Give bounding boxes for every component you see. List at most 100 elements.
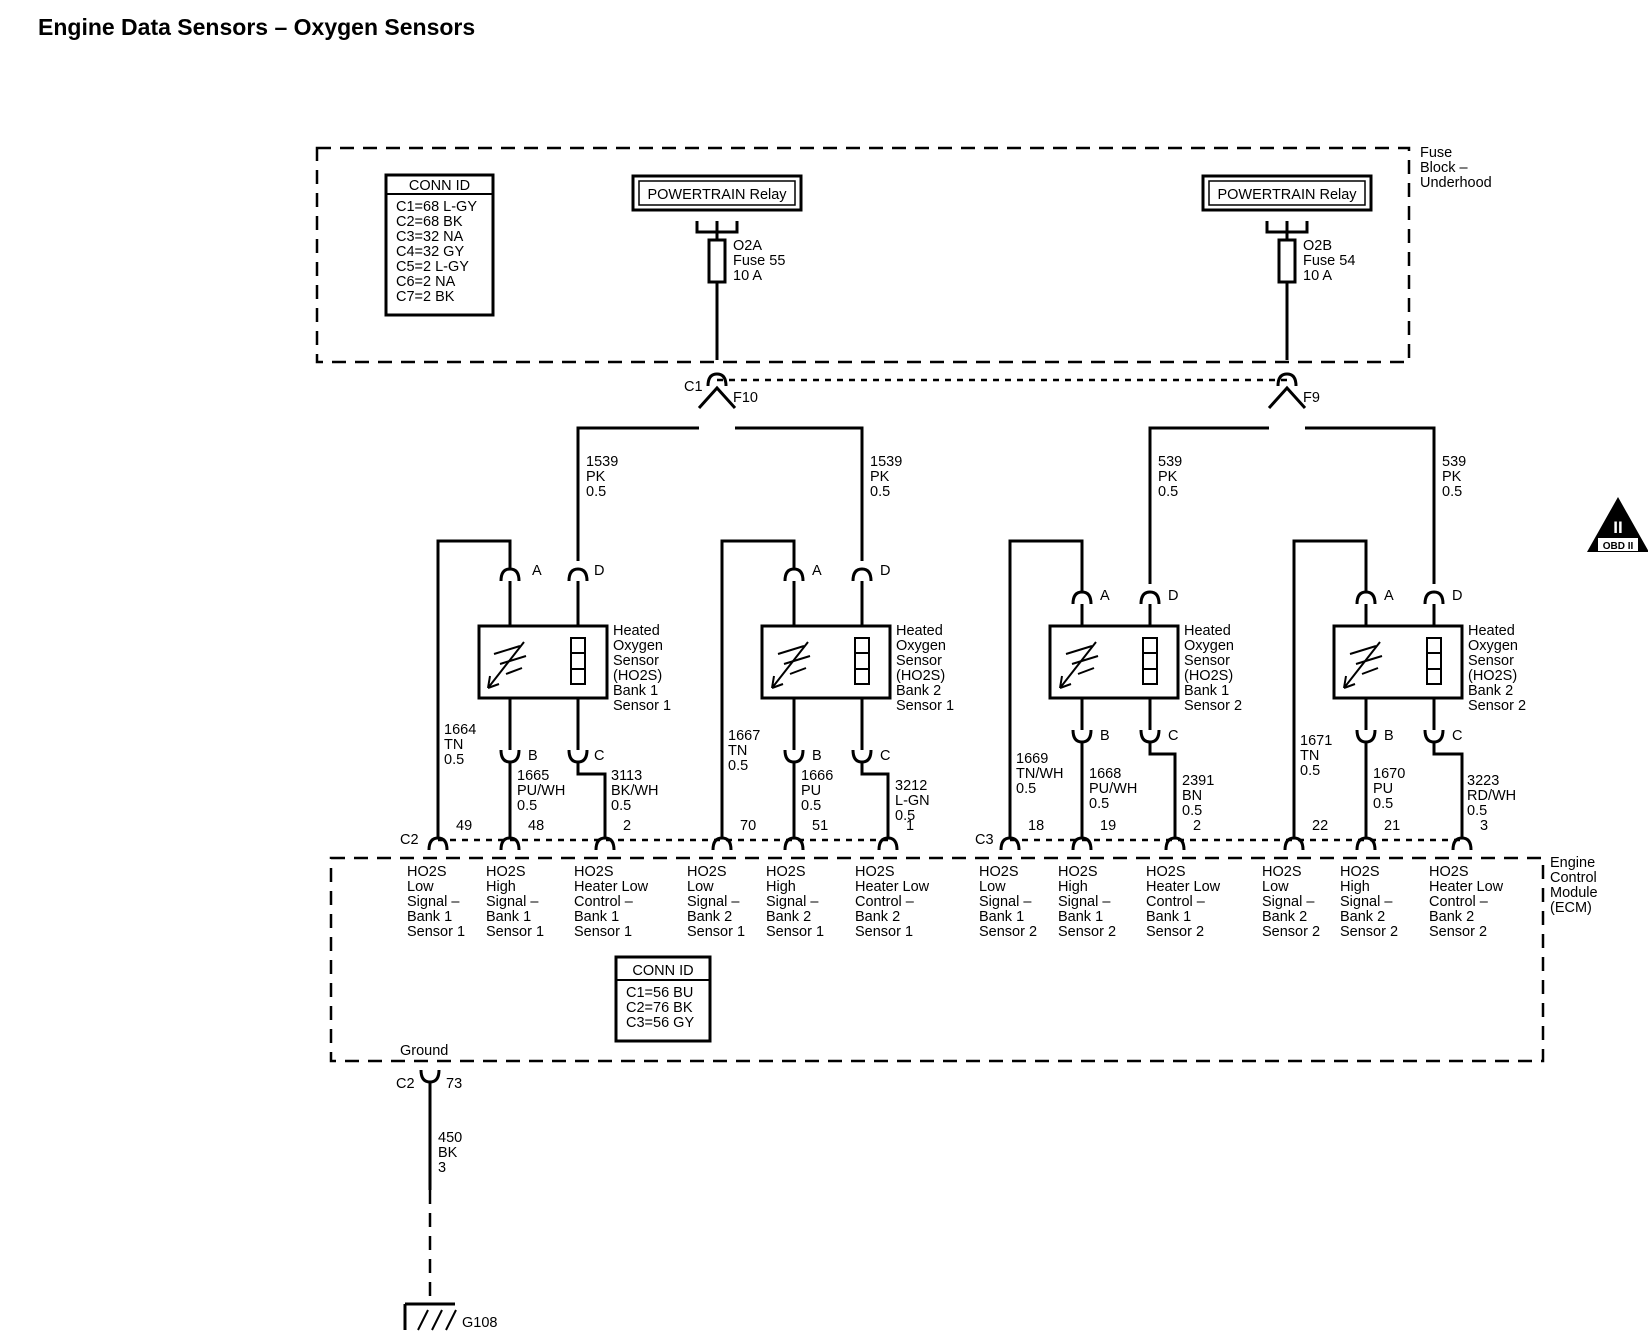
low-signal-wire-label: 0.5 [444,752,464,768]
ground-label: Ground [400,1043,448,1059]
powertrain-relay-box [1201,174,1373,212]
ecm-function-label: Bank 1 [574,909,619,925]
sensor-element-icon [493,645,527,675]
ecm-pin-number: 18 [1028,818,1044,834]
ecm-terminal [1451,836,1473,851]
high-signal-wire-label: 1665 [517,768,549,784]
ecm-terminal [594,836,616,851]
heater-wire-label: 0.5 [895,808,915,824]
connector-terminal [499,749,521,764]
ground-wire-label: 450 [438,1130,462,1146]
ecm-function-label: Heater Low [855,879,930,895]
heater-wire-label: 0.5 [611,798,631,814]
ecm-terminal [499,836,521,851]
power-wire-label: 1539 [870,454,902,470]
ground-pin-label: 73 [446,1076,462,1092]
high-signal-wire-label: PU [1373,781,1393,797]
pin-label: D [1452,588,1462,604]
high-signal-wire-label: 0.5 [801,798,821,814]
ecm-function-label: Signal – [687,894,740,910]
ecm-function-label: Sensor 2 [1146,924,1204,940]
oxygen-sensor-label: Bank 2 [1468,683,1513,699]
power-wire-label: 539 [1442,454,1466,470]
fuse-body [1277,238,1297,284]
oxygen-sensor-label: Sensor [613,653,659,669]
ecm-function-label: Bank 1 [407,909,452,925]
fuse-block-boundary [315,146,1411,364]
heater-wire-label: 3113 [611,768,642,784]
ecm-terminal [427,836,449,851]
fuse-body [707,238,727,284]
ecm-function-label: Sensor 1 [766,924,824,940]
low-signal-wire-label: 1667 [728,728,760,744]
connector-terminal [1355,590,1377,605]
pin-label: D [1168,588,1178,604]
high-signal-wire-label: 1668 [1089,766,1121,782]
ecm-function-label: Control – [1429,894,1489,910]
oxygen-sensor-label: Bank 1 [1184,683,1229,699]
ecm-function-label: Bank 1 [1058,909,1103,925]
ecm-function-label: Control – [855,894,915,910]
low-signal-wire [1292,539,1368,838]
conn-id-line: C3=32 NA [396,229,464,245]
ecm-function-label: Bank 1 [486,909,531,925]
heater-wire-label: 2391 [1182,773,1214,789]
heater-wire-label: 3223 [1467,773,1499,789]
heater-control-wire [860,762,890,838]
ecm-pin-number: 3 [1480,818,1488,834]
low-signal-wire-label: 1664 [444,722,476,738]
heater-wire-label: BK/WH [611,783,659,799]
pin-label: D [880,563,890,579]
splice-f9-label: F9 [1303,390,1320,406]
heater-wire-label: 0.5 [1182,803,1202,819]
ecm-function-label: HO2S [1340,864,1380,880]
ecm-function-label: Bank 2 [855,909,900,925]
ecm-conn-id-box [614,955,712,1043]
ecm-pin-number: 21 [1384,818,1400,834]
ecm-function-label: High [1340,879,1370,895]
ecm-function-label: High [486,879,516,895]
connector-terminal [783,749,805,764]
high-signal-wire-label: PU/WH [1089,781,1137,797]
low-signal-wire [1008,539,1084,838]
connector-terminal [499,567,521,582]
low-signal-wire-label: TN [728,743,747,759]
sensor-arrow-icon [1343,641,1381,689]
conn-id-line: C4=32 GY [396,244,464,260]
ecm-terminal [877,836,899,851]
oxygen-sensor-label: Sensor 2 [1184,698,1242,714]
connector-terminal [851,749,873,764]
oxygen-sensor-label: Oxygen [896,638,946,654]
connector-c2-label: C2 [400,832,419,848]
connector-terminal [1423,729,1445,744]
ecm-pin-number: 1 [906,818,914,834]
power-wire-label: PK [870,469,890,485]
conn-id-line: C6=2 NA [396,274,456,290]
fuse-block-label: Underhood [1420,175,1492,191]
pin-label: C [880,748,890,764]
ground-point-label: G108 [462,1315,497,1331]
ecm-label: Engine [1550,855,1595,871]
ecm-function-label: Sensor 2 [979,924,1037,940]
ecm-function-label: HO2S [766,864,806,880]
oxygen-sensor-label: (HO2S) [613,668,662,684]
fuse-label: O2A [733,238,762,254]
powertrain-relay-label: POWERTRAIN Relay [1217,187,1357,203]
oxygen-sensor-label: Sensor [896,653,942,669]
low-signal-wire [436,539,512,838]
oxygen-sensor-label: Bank 1 [613,683,658,699]
ecm-terminal [783,836,805,851]
powertrain-relay-inner [1208,180,1366,206]
ecm-function-label: HO2S [486,864,526,880]
low-signal-wire [720,539,796,838]
oxygen-sensor-label: Oxygen [1468,638,1518,654]
ecm-function-label: Signal – [979,894,1032,910]
oxygen-sensor-box [760,624,892,700]
ground-connector-label: C2 [396,1076,415,1092]
oxygen-sensor-label: Heated [896,623,943,639]
pin-label: A [1384,588,1394,604]
ecm-function-label: Low [979,879,1006,895]
oxygen-sensor-box [1332,624,1464,700]
oxygen-sensor-box [477,624,609,700]
ecm-function-label: Sensor 2 [1340,924,1398,940]
